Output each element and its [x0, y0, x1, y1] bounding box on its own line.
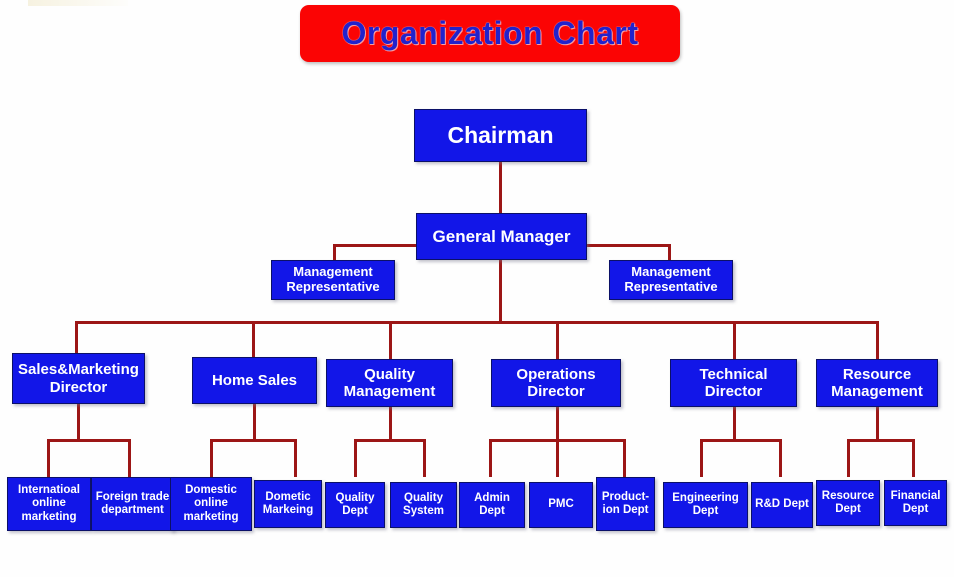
- node-dept-foreign-trade-department[interactable]: Foreign trade department: [91, 477, 174, 531]
- node-dept-financial-dept[interactable]: Financial Dept: [884, 480, 947, 526]
- connector-drop-dept-7: [489, 439, 492, 477]
- node-management-representative-left-label: Management Representative: [286, 264, 380, 294]
- connector-sales-stem: [77, 404, 80, 441]
- node-dept-resource-dept[interactable]: Resource Dept: [816, 480, 880, 526]
- connector-drop-dept-8: [556, 439, 559, 477]
- connector-drop-dept-13: [912, 439, 915, 477]
- node-dept-resource-dept-label: Resource Dept: [821, 489, 875, 515]
- node-dept-pmc-label: PMC: [548, 498, 574, 511]
- node-dept-rd-dept[interactable]: R&D Dept: [751, 482, 813, 528]
- node-general-manager[interactable]: General Manager: [416, 213, 587, 260]
- connector-drop-dept-2: [128, 439, 131, 477]
- node-dept-engineering-dept[interactable]: Engineering Dept: [663, 482, 748, 528]
- connector-quality-bar: [354, 439, 426, 442]
- connector-director-bus: [75, 321, 879, 324]
- node-director-home-sales[interactable]: Home Sales: [192, 357, 317, 404]
- node-director-technical-label: Technical Director: [699, 365, 768, 400]
- connector-drop-dept-9: [623, 439, 626, 477]
- node-dept-production-dept-label: Product-ion Dept: [601, 490, 650, 516]
- node-management-representative-right-label: Management Representative: [624, 264, 718, 294]
- node-dept-domestic-online-marketing-label: Domestic online marketing: [183, 484, 239, 523]
- node-dept-quality-system-label: Quality System: [403, 491, 444, 517]
- node-dept-quality-dept[interactable]: Quality Dept: [325, 482, 385, 528]
- connector-drop-director-5: [733, 321, 736, 359]
- connector-drop-dept-11: [779, 439, 782, 477]
- node-dept-engineering-dept-label: Engineering Dept: [672, 491, 739, 517]
- connector-operations-stem: [556, 407, 559, 441]
- connector-homesales-bar: [210, 439, 297, 442]
- node-dept-rd-dept-label: R&D Dept: [755, 498, 809, 511]
- connector-resource-bar: [847, 439, 915, 442]
- node-dept-dometic-markeing-label: Dometic Markeing: [262, 490, 314, 516]
- chart-title-banner: Organization Chart: [300, 5, 680, 62]
- connector-drop-mgmt-rep-right: [668, 244, 671, 260]
- node-director-resource-management-label: Resource Management: [831, 365, 923, 400]
- node-dept-dometic-markeing[interactable]: Dometic Markeing: [254, 480, 322, 528]
- node-dept-quality-dept-label: Quality Dept: [335, 491, 375, 517]
- scan-artifact: [28, 0, 128, 6]
- node-dept-production-dept[interactable]: Product-ion Dept: [596, 477, 655, 531]
- node-dept-admin-dept[interactable]: Admin Dept: [459, 482, 525, 528]
- connector-homesales-stem: [253, 404, 256, 441]
- node-director-sales-marketing-label: Sales&Marketing Director: [18, 361, 139, 396]
- connector-gm-to-mgmt-rep-right: [587, 244, 671, 247]
- node-dept-admin-dept-label: Admin Dept: [474, 491, 510, 517]
- connector-drop-dept-4: [294, 439, 297, 477]
- connector-drop-dept-1: [47, 439, 50, 477]
- connector-drop-dept-3: [210, 439, 213, 477]
- connector-drop-dept-10: [700, 439, 703, 477]
- node-dept-foreign-trade-department-label: Foreign trade department: [95, 490, 170, 516]
- node-dept-domestic-online-marketing[interactable]: Domestic online marketing: [170, 477, 252, 531]
- connector-technical-bar: [700, 439, 782, 442]
- node-dept-international-online-marketing[interactable]: Internatioal online marketing: [7, 477, 91, 531]
- node-director-quality-management[interactable]: Quality Management: [326, 359, 453, 407]
- connector-drop-mgmt-rep-left: [333, 244, 336, 260]
- node-dept-international-online-marketing-label: Internatioal online marketing: [18, 484, 80, 523]
- connector-drop-director-2: [252, 321, 255, 357]
- node-director-operations-label: Operations Director: [516, 365, 596, 400]
- connector-gm-to-bus: [499, 260, 502, 323]
- node-chairman[interactable]: Chairman: [414, 109, 587, 162]
- connector-gm-to-mgmt-rep-left: [333, 244, 416, 247]
- node-director-home-sales-label: Home Sales: [211, 371, 298, 389]
- connector-technical-stem: [733, 407, 736, 441]
- node-director-sales-marketing[interactable]: Sales&Marketing Director: [12, 353, 145, 404]
- connector-resource-stem: [876, 407, 879, 441]
- node-dept-quality-system[interactable]: Quality System: [390, 482, 457, 528]
- node-chairman-label: Chairman: [447, 122, 554, 149]
- connector-drop-dept-6: [423, 439, 426, 477]
- connector-quality-stem: [389, 407, 392, 441]
- connector-drop-director-1: [75, 321, 78, 354]
- node-director-quality-management-label: Quality Management: [343, 365, 436, 400]
- page-title: Organization Chart: [341, 15, 639, 51]
- connector-drop-director-3: [389, 321, 392, 359]
- node-management-representative-left[interactable]: Management Representative: [271, 260, 395, 300]
- node-dept-pmc[interactable]: PMC: [529, 482, 593, 528]
- node-director-technical[interactable]: Technical Director: [670, 359, 797, 407]
- node-director-operations[interactable]: Operations Director: [491, 359, 621, 407]
- connector-drop-dept-12: [847, 439, 850, 477]
- node-management-representative-right[interactable]: Management Representative: [609, 260, 733, 300]
- node-director-resource-management[interactable]: Resource Management: [816, 359, 938, 407]
- node-general-manager-label: General Manager: [432, 226, 571, 246]
- connector-chairman-to-gm: [499, 162, 502, 213]
- connector-drop-director-6: [876, 321, 879, 359]
- connector-sales-bar: [47, 439, 131, 442]
- connector-drop-director-4: [556, 321, 559, 359]
- connector-drop-dept-5: [354, 439, 357, 477]
- node-dept-financial-dept-label: Financial Dept: [890, 489, 941, 515]
